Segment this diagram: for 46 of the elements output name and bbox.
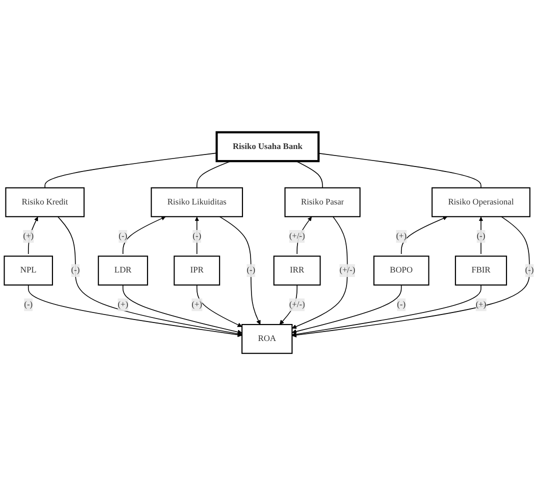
arrow: [478, 216, 484, 255]
arrow: [57, 216, 242, 336]
arrow: [28, 216, 38, 255]
arrow: [122, 216, 166, 255]
arrow: [279, 284, 298, 325]
node-box: IRR: [273, 256, 321, 286]
arrow: [296, 216, 312, 255]
node-box: Risiko Likuiditas: [150, 187, 243, 218]
node-box: Risiko Kredit: [5, 187, 85, 218]
node-box: BOPO: [373, 256, 430, 286]
edge-label: (-): [476, 232, 486, 241]
arrow: [292, 284, 482, 337]
edge-label: (-): [246, 266, 256, 276]
node-box: Risiko Pasar: [284, 187, 361, 218]
edge-label: (-): [525, 266, 534, 276]
edge-label: (+/-): [289, 232, 305, 241]
arrow: [292, 216, 530, 338]
node-box: ROA: [241, 324, 293, 354]
arrow: [194, 216, 200, 255]
arrow: [292, 216, 348, 329]
edge-label: (-): [71, 266, 80, 276]
edge-label: (+/-): [289, 300, 305, 310]
edge-label: (+): [192, 300, 202, 310]
arrow: [196, 284, 242, 328]
node-box: Risiko Usaha Bank: [216, 131, 320, 162]
arrow: [292, 284, 402, 334]
node-box: IPR: [174, 256, 220, 286]
connector: [44, 152, 218, 188]
node-box: FBIR: [454, 256, 508, 286]
edge-label: (+): [118, 300, 128, 310]
edge-label: (-): [397, 300, 406, 310]
edge-label: (-): [192, 232, 202, 241]
arrow: [122, 284, 242, 334]
arrow: [400, 216, 448, 255]
edge-label: (+): [396, 232, 407, 241]
node-box: Risiko Operasional: [432, 187, 530, 218]
node-box: NPL: [4, 256, 53, 286]
edge-label: (-): [24, 300, 33, 310]
node-box: LDR: [98, 256, 148, 286]
arrow: [219, 216, 261, 325]
arrow: [28, 284, 242, 338]
edge-label: (+/-): [339, 266, 356, 276]
edge-label: (+): [23, 232, 34, 241]
edge-label: (-): [118, 232, 128, 241]
connector: [318, 153, 482, 188]
edge-label: (+): [476, 300, 486, 310]
